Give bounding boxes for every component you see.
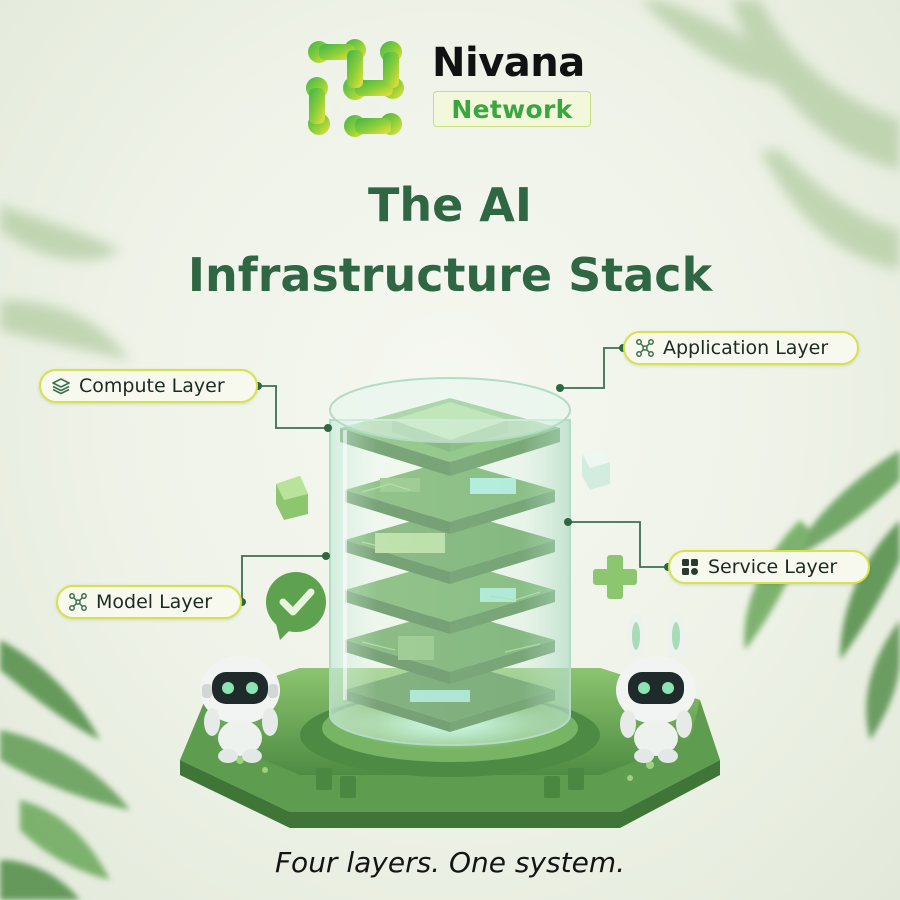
nivana-logo-mark [306, 39, 404, 137]
robot-left [200, 656, 280, 763]
model-layer-text: Model Layer [96, 591, 213, 613]
connector-lines [241, 347, 668, 602]
application-layer-text: Application Layer [663, 337, 829, 359]
compute-layer-label: Compute Layer [39, 369, 258, 403]
nodes-icon [69, 593, 87, 611]
robot-right [616, 614, 696, 763]
headline-line-1: The AI [367, 178, 533, 232]
model-layer-label: Model Layer [56, 585, 242, 619]
glass-cylinder [329, 377, 571, 746]
tagline: Four layers. One system. [274, 846, 626, 879]
plus-icon [593, 555, 637, 599]
headline-line-2: Infrastructure Stack [187, 248, 713, 302]
service-layer-label: Service Layer [668, 550, 870, 584]
floating-cubes [276, 448, 610, 520]
grid-icon [682, 559, 698, 575]
layers-icon [52, 378, 70, 395]
check-bubble-icon [266, 572, 326, 640]
service-layer-text: Service Layer [708, 556, 838, 578]
application-layer-label: Application Layer [623, 331, 859, 365]
brand-badge: Network [433, 91, 591, 127]
compute-layer-text: Compute Layer [79, 375, 225, 397]
nodes-icon [636, 339, 654, 357]
brand-name: Nivana [432, 40, 585, 86]
